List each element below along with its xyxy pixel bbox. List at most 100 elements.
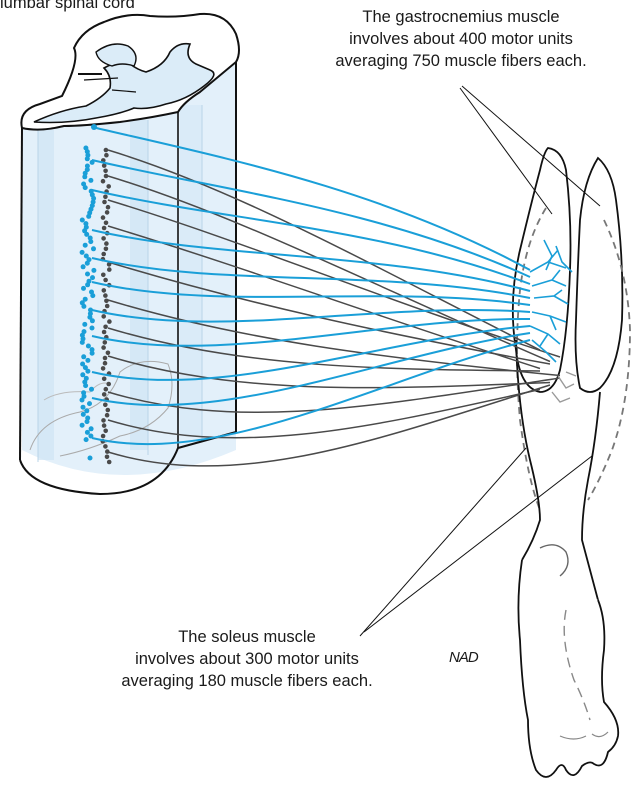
gastrocnemius-motor-neuron [85,430,90,435]
soleus-motor-neuron [103,444,108,449]
soleus-motor-neuron [102,377,107,382]
gastrocnemius-motor-neuron [88,178,93,183]
gastrocnemius-motor-neuron [88,239,93,244]
soleus-motor-neuron [106,408,111,413]
soleus-motor-neuron [101,418,106,423]
gastrocnemius-motor-neuron [83,383,88,388]
gastrocnemius-pointer [460,88,552,214]
gastrocnemius-motor-neuron [88,456,93,461]
gastrocnemius-lateral-head [513,148,571,392]
soleus-motor-neuron [103,278,108,283]
spinal-cord-label: lumbar spinal cord [0,0,135,14]
soleus-motor-neuron [104,299,109,304]
gastrocnemius-motor-neuron [80,372,85,377]
soleus-caption-line: involves about 300 motor units [62,648,432,670]
gastrocnemius-motor-neuron [89,387,94,392]
leg-outline [513,148,630,777]
spinal-cord-column [38,130,54,460]
gastrocnemius-motor-neuron [86,344,91,349]
soleus-motor-neuron [106,382,111,387]
gastrocnemius-motor-neuron [85,282,90,287]
gastrocnemius-motor-neuron [80,340,85,345]
soleus-motor-neuron [102,288,107,293]
gastrocnemius-motor-neuron [82,174,87,179]
gastrocnemius-motor-neuron [82,322,87,327]
soleus-motor-neuron [103,325,108,330]
soleus-motor-neuron [105,304,110,309]
gastrocnemius-motor-neuron [90,293,95,298]
gastrocnemius-motor-neuron [84,408,89,413]
shin-outline [582,392,600,600]
gastrocnemius-pointer [462,86,600,206]
soleus-motor-neuron [104,153,109,158]
soleus-motor-neuron [102,392,107,397]
gastrocnemius-motor-neuron [80,398,85,403]
soleus-motor-neuron [103,356,108,361]
spinal-cord-left-wall [20,128,22,460]
gastrocnemius-motor-neuron [85,261,90,266]
soleus-motor-neuron [102,330,107,335]
soleus-motor-neuron [101,215,106,220]
soleus-motor-neuron [101,345,106,350]
gastrocnemius-motor-neuron [81,286,86,291]
gastrocnemius-motor-neuron [80,218,85,223]
soleus-motor-neuron [105,210,110,215]
soleus-motor-neuron [104,221,109,226]
gastrocnemius-caption-line: averaging 750 muscle fibers each. [296,50,626,72]
soleus-motor-neuron [103,340,108,345]
soleus-motor-neuron [104,148,109,153]
soleus-motor-neuron [103,195,108,200]
gastrocnemius-motor-neuron [80,250,85,255]
soleus-motor-neuron [101,273,106,278]
soleus-motor-neuron [104,387,109,392]
soleus-motor-neuron [104,174,109,179]
gastrocnemius-motor-neuron [81,264,86,269]
gastrocnemius-motor-neuron [85,419,90,424]
soleus-motor-neuron [101,179,106,184]
gastrocnemius-caption: The gastrocnemius muscle involves about … [296,6,626,72]
soleus-caption: The soleus muscle involves about 300 mot… [62,626,432,692]
gastrocnemius-motor-neuron [80,423,85,428]
soleus-motor-neuron [107,267,112,272]
gastrocnemius-motor-neuron [90,326,95,331]
soleus-motor-neuron [104,247,109,252]
gastrocnemius-motor-neuron [81,405,86,410]
soleus-motor-neuron [103,169,108,174]
gastrocnemius-motor-neuron [90,275,95,280]
gastrocnemius-motor-neuron [89,426,94,431]
gastrocnemius-motor-neuron [85,369,90,374]
soleus-motor-neuron [101,236,106,241]
gastrocnemius-motor-neuron [90,318,95,323]
gastrocnemius-motor-neuron [91,246,96,251]
soleus-terminal [558,376,574,388]
gastrocnemius-motor-neuron [81,354,86,359]
soleus-motor-neuron [103,361,108,366]
soleus-motor-neuron [107,460,112,465]
gastrocnemius-motor-neuron [86,214,91,219]
gastrocnemius-caption-line: involves about 400 motor units [296,28,626,50]
gastrocnemius-motor-neuron [84,437,89,442]
gastrocnemius-caption-line: The gastrocnemius muscle [296,6,626,28]
soleus-motor-neuron [101,366,106,371]
soleus-caption-line: averaging 180 muscle fibers each. [62,670,432,692]
soleus-motor-neuron [105,455,110,460]
artist-signature: NAD [449,649,478,666]
soleus-terminal [552,392,570,402]
foot-outline [518,560,618,777]
gastrocnemius-motor-neuron [81,412,86,417]
soleus-motor-neuron [106,351,111,356]
gastrocnemius-motor-neuron [85,156,90,161]
spinal-cord-segment [20,14,239,494]
soleus-caption-line: The soleus muscle [62,626,432,648]
soleus-motor-neuron [103,293,108,298]
gastrocnemius-motor-neuron [84,232,89,237]
soleus-motor-neuron [101,252,106,257]
spinal-cord-column [180,105,202,435]
gastrocnemius-motor-neuron [85,272,90,277]
soleus-motor-neuron [102,200,107,205]
gastrocnemius-motor-neuron [85,358,90,363]
soleus-motor-neuron [106,184,111,189]
soleus-motor-neuron [107,319,112,324]
soleus-motor-neuron [106,205,111,210]
gastrocnemius-motor-neuron [83,243,88,248]
